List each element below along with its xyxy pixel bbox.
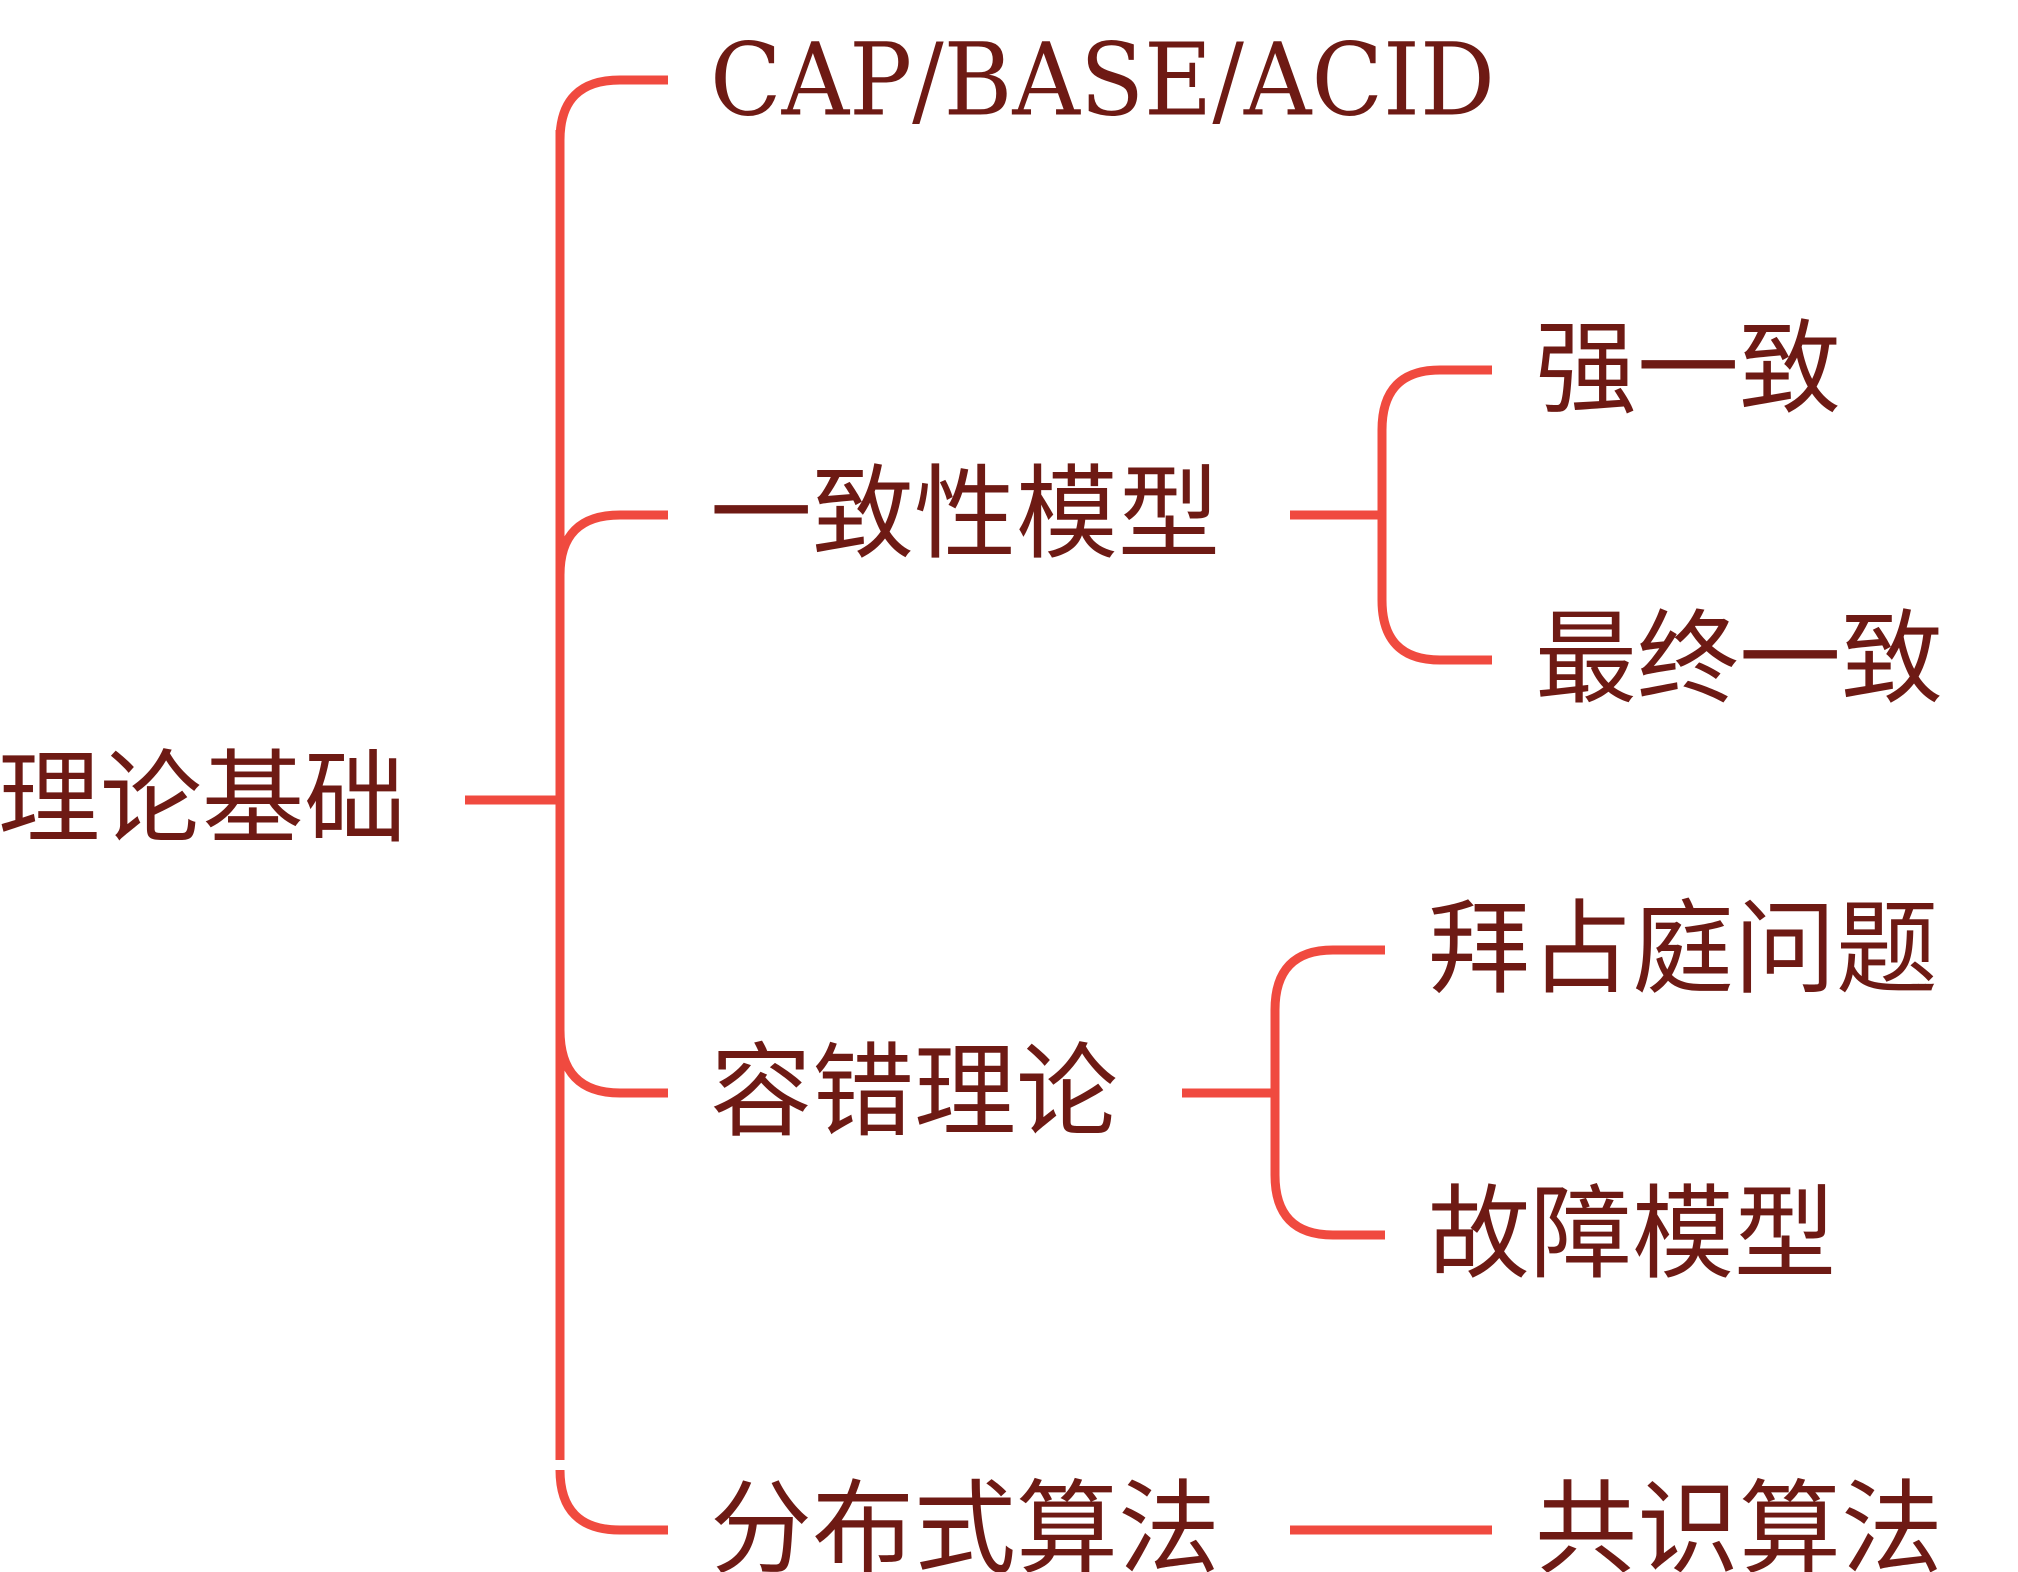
node-consistency-model: 一致性模型 bbox=[710, 456, 1220, 575]
node-distributed-algorithms: 分布式算法 bbox=[710, 1471, 1220, 1572]
connector-to-byzantine bbox=[1270, 945, 1385, 1240]
connector-to-cap-base-acid bbox=[555, 75, 668, 141]
node-consensus-algorithm: 共识算法 bbox=[1535, 1471, 1943, 1572]
connector-to-distributed-algorithms bbox=[555, 1469, 668, 1535]
root-connectors bbox=[465, 75, 668, 1535]
node-fault-tolerance: 容错理论 bbox=[710, 1034, 1118, 1153]
connector-to-consistency-model bbox=[555, 510, 668, 576]
node-strong-consistency: 强一致 bbox=[1535, 311, 1841, 430]
node-byzantine-problem: 拜占庭问题 bbox=[1428, 891, 1938, 1010]
node-eventual-consistency: 最终一致 bbox=[1535, 601, 1943, 720]
fault-tolerance-connectors bbox=[1182, 945, 1385, 1240]
consistency-model-connectors bbox=[1290, 365, 1492, 665]
node-failure-model: 故障模型 bbox=[1428, 1176, 1836, 1295]
connector-to-strong-consistency bbox=[1377, 365, 1492, 665]
root-node-label: 理论基础 bbox=[0, 741, 406, 860]
connector-to-fault-tolerance bbox=[555, 1029, 668, 1098]
node-cap-base-acid: CAP/BASE/ACID bbox=[710, 22, 1495, 139]
